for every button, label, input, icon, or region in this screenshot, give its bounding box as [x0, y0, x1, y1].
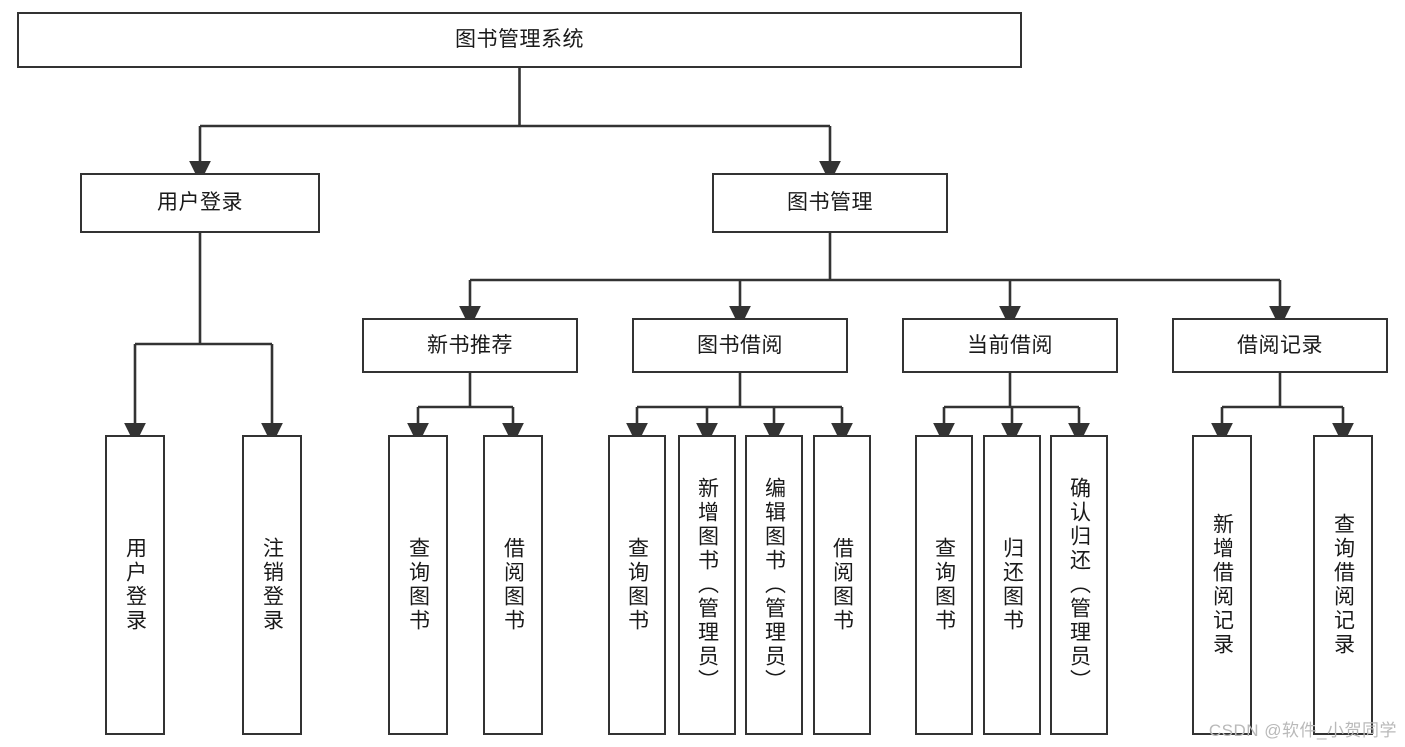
node-label: 查询图书	[932, 537, 956, 633]
node-label: 新书推荐	[427, 333, 513, 357]
node-label: 图书借阅	[697, 333, 783, 357]
node-leaf-query-2[interactable]: 查询图书	[608, 435, 666, 735]
node-leaf-add-rec[interactable]: 新增借阅记录	[1192, 435, 1252, 735]
node-label: 新增图书（管理员）	[695, 477, 719, 693]
node-leaf-add-book[interactable]: 新增图书（管理员）	[678, 435, 736, 735]
node-label: 当前借阅	[967, 333, 1053, 357]
node-current-borrow[interactable]: 当前借阅	[902, 318, 1118, 373]
node-leaf-borrow-1[interactable]: 借阅图书	[483, 435, 543, 735]
node-label: 查询借阅记录	[1331, 513, 1355, 657]
node-leaf-query-rec[interactable]: 查询借阅记录	[1313, 435, 1373, 735]
node-leaf-query-1[interactable]: 查询图书	[388, 435, 448, 735]
node-leaf-edit-book[interactable]: 编辑图书（管理员）	[745, 435, 803, 735]
node-label: 借阅图书	[501, 537, 525, 633]
node-leaf-borrow-2[interactable]: 借阅图书	[813, 435, 871, 735]
node-label: 新增借阅记录	[1210, 513, 1234, 657]
node-borrow-record[interactable]: 借阅记录	[1172, 318, 1388, 373]
node-label: 用户登录	[157, 191, 243, 215]
node-book-manage[interactable]: 图书管理	[712, 173, 948, 233]
node-label: 图书管理	[787, 191, 873, 215]
node-label: 图书管理系统	[455, 28, 584, 52]
node-leaf-query-3[interactable]: 查询图书	[915, 435, 973, 735]
node-leaf-user-login[interactable]: 用户登录	[105, 435, 165, 735]
node-root[interactable]: 图书管理系统	[17, 12, 1022, 68]
node-label: 归还图书	[1000, 537, 1024, 633]
node-label: 注销登录	[260, 537, 284, 633]
node-book-borrow[interactable]: 图书借阅	[632, 318, 848, 373]
node-label: 借阅图书	[830, 537, 854, 633]
node-leaf-logout[interactable]: 注销登录	[242, 435, 302, 735]
node-new-book-rec[interactable]: 新书推荐	[362, 318, 578, 373]
node-label: 借阅记录	[1237, 333, 1323, 357]
node-leaf-return[interactable]: 归还图书	[983, 435, 1041, 735]
watermark-label: CSDN @软件_小贺同学	[1208, 721, 1397, 740]
node-label: 查询图书	[406, 537, 430, 633]
node-label: 确认归还（管理员）	[1067, 477, 1091, 693]
node-label: 编辑图书（管理员）	[762, 477, 786, 693]
node-leaf-confirm[interactable]: 确认归还（管理员）	[1050, 435, 1108, 735]
node-label: 查询图书	[625, 537, 649, 633]
node-user-login[interactable]: 用户登录	[80, 173, 320, 233]
node-label: 用户登录	[123, 537, 147, 633]
